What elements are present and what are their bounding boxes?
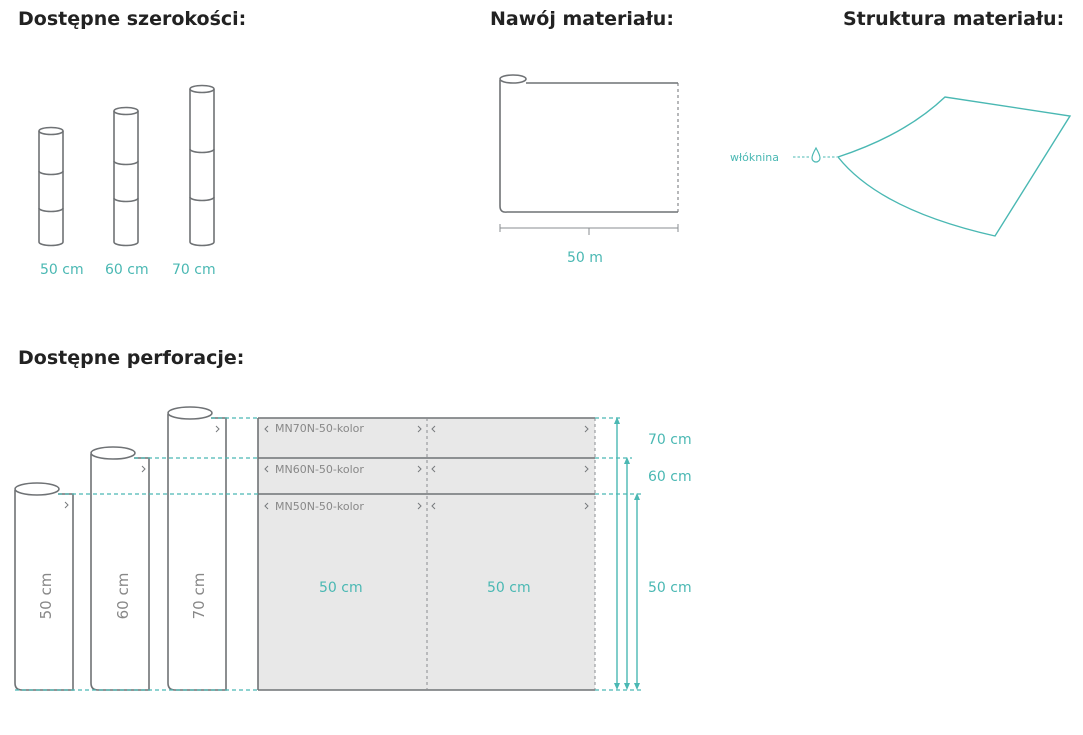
width-roll-60 xyxy=(113,106,139,247)
roll-side-label-50: 50 cm xyxy=(37,573,55,620)
layer-label: włóknina xyxy=(730,151,779,164)
droplet-icon xyxy=(811,146,821,163)
segment-label-2: 50 cm xyxy=(487,580,531,596)
product-code-70: MN70N-50-kolor xyxy=(275,422,364,435)
roll-side-label-60: 60 cm xyxy=(114,573,132,620)
width-roll-50 xyxy=(38,126,64,247)
perforation-diagram xyxy=(14,406,642,691)
height-label-50: 50 cm xyxy=(648,580,692,596)
width-label-70: 70 cm xyxy=(172,262,216,278)
segment-label-1: 50 cm xyxy=(319,580,363,596)
width-label-60: 60 cm xyxy=(105,262,149,278)
perforation-roll-70 xyxy=(167,406,227,691)
roll-length-label: 50 m xyxy=(567,250,603,266)
roll-length-diagram xyxy=(499,74,679,235)
perforation-roll-50 xyxy=(14,482,74,691)
width-roll-70 xyxy=(189,84,215,247)
width-label-50: 50 cm xyxy=(40,262,84,278)
perforated-sheet xyxy=(258,418,595,690)
height-label-70: 70 cm xyxy=(648,432,692,448)
available-widths-title: Dostępne szerokości: xyxy=(18,8,247,30)
available-perforations-title: Dostępne perforacje: xyxy=(18,347,245,369)
roll-side-label-70: 70 cm xyxy=(190,573,208,620)
perforation-roll-60 xyxy=(90,446,150,691)
height-label-60: 60 cm xyxy=(648,469,692,485)
product-code-60: MN60N-50-kolor xyxy=(275,463,364,476)
material-sheet xyxy=(793,96,1072,237)
roll-length-title: Nawój materiału: xyxy=(490,8,674,30)
product-code-50: MN50N-50-kolor xyxy=(275,500,364,513)
material-structure-title: Struktura materiału: xyxy=(843,8,1065,30)
